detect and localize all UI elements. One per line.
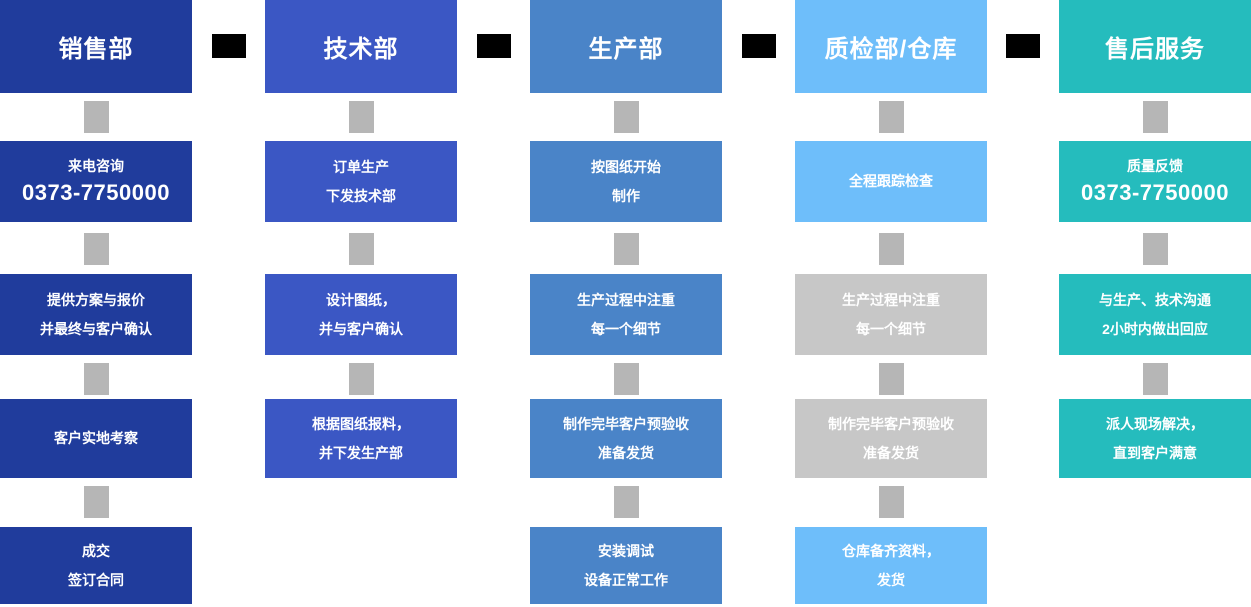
flow-step-box-after-sales-3: 派人现场解决， 直到客户满意 — [1059, 399, 1251, 478]
step-text-line: 并与客户确认 — [319, 321, 403, 337]
flow-connector-vertical — [83, 233, 109, 265]
flow-step-box-sales-1: 来电咨询 0373-7750000 — [0, 141, 192, 222]
step-text-line: 生产过程中注重 — [842, 291, 940, 308]
flow-connector-horizontal — [211, 34, 246, 58]
step-text-line: 派人现场解决， — [1106, 415, 1204, 432]
flow-connector-vertical — [83, 101, 109, 133]
flow-step-box-production-4: 安装调试设备正常工作 — [530, 527, 722, 604]
flow-step-box-after-sales-2: 与生产、技术沟通 2小时内做出回应 — [1059, 274, 1251, 355]
step-text-line: 每一个细节 — [591, 321, 661, 337]
step-text-line: 设计图纸， — [326, 291, 396, 308]
step-text-line: 2小时内做出回应 — [1102, 321, 1208, 337]
step-text-line: 并下发生产部 — [319, 445, 403, 461]
flow-connector-horizontal — [741, 34, 776, 58]
flow-step-box-production-2: 生产过程中注重每一个细节 — [530, 274, 722, 355]
department-header-after-sales: 售后服务 — [1059, 0, 1251, 93]
step-text-line: 并最终与客户确认 — [40, 321, 152, 337]
flow-connector-vertical — [83, 363, 109, 395]
flow-connector-vertical — [878, 101, 904, 133]
flow-step-box-technology-2: 设计图纸， 并与客户确认 — [265, 274, 457, 355]
flow-connector-vertical — [1142, 101, 1168, 133]
flow-step-box-sales-3: 客户实地考察 — [0, 399, 192, 478]
step-text-line: 仓库备齐资料， — [842, 542, 940, 559]
flow-connector-vertical — [348, 363, 374, 395]
flow-step-box-quality-warehouse-2: 生产过程中注重每一个细节 — [795, 274, 987, 355]
flow-step-box-quality-warehouse-4: 仓库备齐资料， 发货 — [795, 527, 987, 604]
flow-connector-vertical — [83, 486, 109, 518]
step-text-line: 发货 — [877, 572, 905, 588]
flow-connector-vertical — [1142, 233, 1168, 265]
step-text-line: 质量反馈 — [1127, 157, 1183, 174]
flow-connector-vertical — [878, 233, 904, 265]
flow-step-box-sales-4: 成交签订合同 — [0, 527, 192, 604]
flow-connector-vertical — [1142, 363, 1168, 395]
flow-connector-vertical — [613, 101, 639, 133]
flow-connector-vertical — [878, 486, 904, 518]
flow-step-box-production-1: 按图纸开始制作 — [530, 141, 722, 222]
flow-connector-vertical — [613, 363, 639, 395]
flow-connector-horizontal — [1006, 34, 1040, 58]
flow-connector-vertical — [613, 233, 639, 265]
department-title: 售后服务 — [1105, 36, 1205, 63]
step-text-line: 来电咨询 — [68, 157, 124, 174]
department-header-production: 生产部 — [530, 0, 722, 93]
flow-step-box-technology-3: 根据图纸报料， 并下发生产部 — [265, 399, 457, 478]
step-text-line: 全程跟踪检查 — [849, 173, 933, 190]
step-text-line: 制作 — [612, 188, 640, 204]
flow-connector-vertical — [613, 486, 639, 518]
step-text-line: 安装调试 — [598, 542, 654, 559]
department-header-technology: 技术部 — [265, 0, 457, 93]
step-text-line: 根据图纸报料， — [312, 415, 410, 432]
flow-step-box-quality-warehouse-1: 全程跟踪检查 — [795, 141, 987, 222]
step-text-line: 生产过程中注重 — [577, 291, 675, 308]
department-header-sales: 销售部 — [0, 0, 192, 93]
step-text-line: 与生产、技术沟通 — [1099, 291, 1211, 308]
department-title: 销售部 — [58, 36, 134, 63]
step-text-line: 下发技术部 — [326, 188, 396, 204]
step-text-line: 准备发货 — [598, 445, 654, 461]
department-title: 技术部 — [323, 36, 399, 63]
flow-step-box-production-3: 制作完毕客户预验收准备发货 — [530, 399, 722, 478]
step-text-line: 制作完毕客户预验收 — [563, 415, 689, 432]
step-text-line: 按图纸开始 — [591, 158, 661, 175]
flow-connector-vertical — [348, 101, 374, 133]
department-header-quality-warehouse: 质检部/仓库 — [795, 0, 987, 93]
flow-step-box-technology-1: 订单生产下发技术部 — [265, 141, 457, 222]
flow-connector-vertical — [348, 233, 374, 265]
flow-step-box-quality-warehouse-3: 制作完毕客户预验收准备发货 — [795, 399, 987, 478]
step-text-line: 设备正常工作 — [584, 572, 668, 588]
step-text-line: 提供方案与报价 — [47, 291, 145, 308]
step-text-line: 每一个细节 — [856, 321, 926, 337]
flow-connector-horizontal — [476, 34, 511, 58]
department-title: 质检部/仓库 — [824, 36, 958, 63]
step-text-line: 制作完毕客户预验收 — [828, 415, 954, 432]
flow-step-box-sales-2: 提供方案与报价并最终与客户确认 — [0, 274, 192, 355]
step-text-line: 签订合同 — [68, 572, 124, 588]
flow-connector-vertical — [878, 363, 904, 395]
phone-number: 0373-7750000 — [1081, 179, 1229, 205]
phone-number: 0373-7750000 — [22, 179, 170, 205]
step-text-line: 直到客户满意 — [1113, 445, 1197, 461]
flow-step-box-after-sales-1: 质量反馈 0373-7750000 — [1059, 141, 1251, 222]
step-text-line: 准备发货 — [863, 445, 919, 461]
step-text-line: 客户实地考察 — [54, 430, 138, 447]
step-text-line: 成交 — [82, 542, 110, 559]
department-title: 生产部 — [588, 36, 664, 63]
step-text-line: 订单生产 — [333, 158, 389, 175]
